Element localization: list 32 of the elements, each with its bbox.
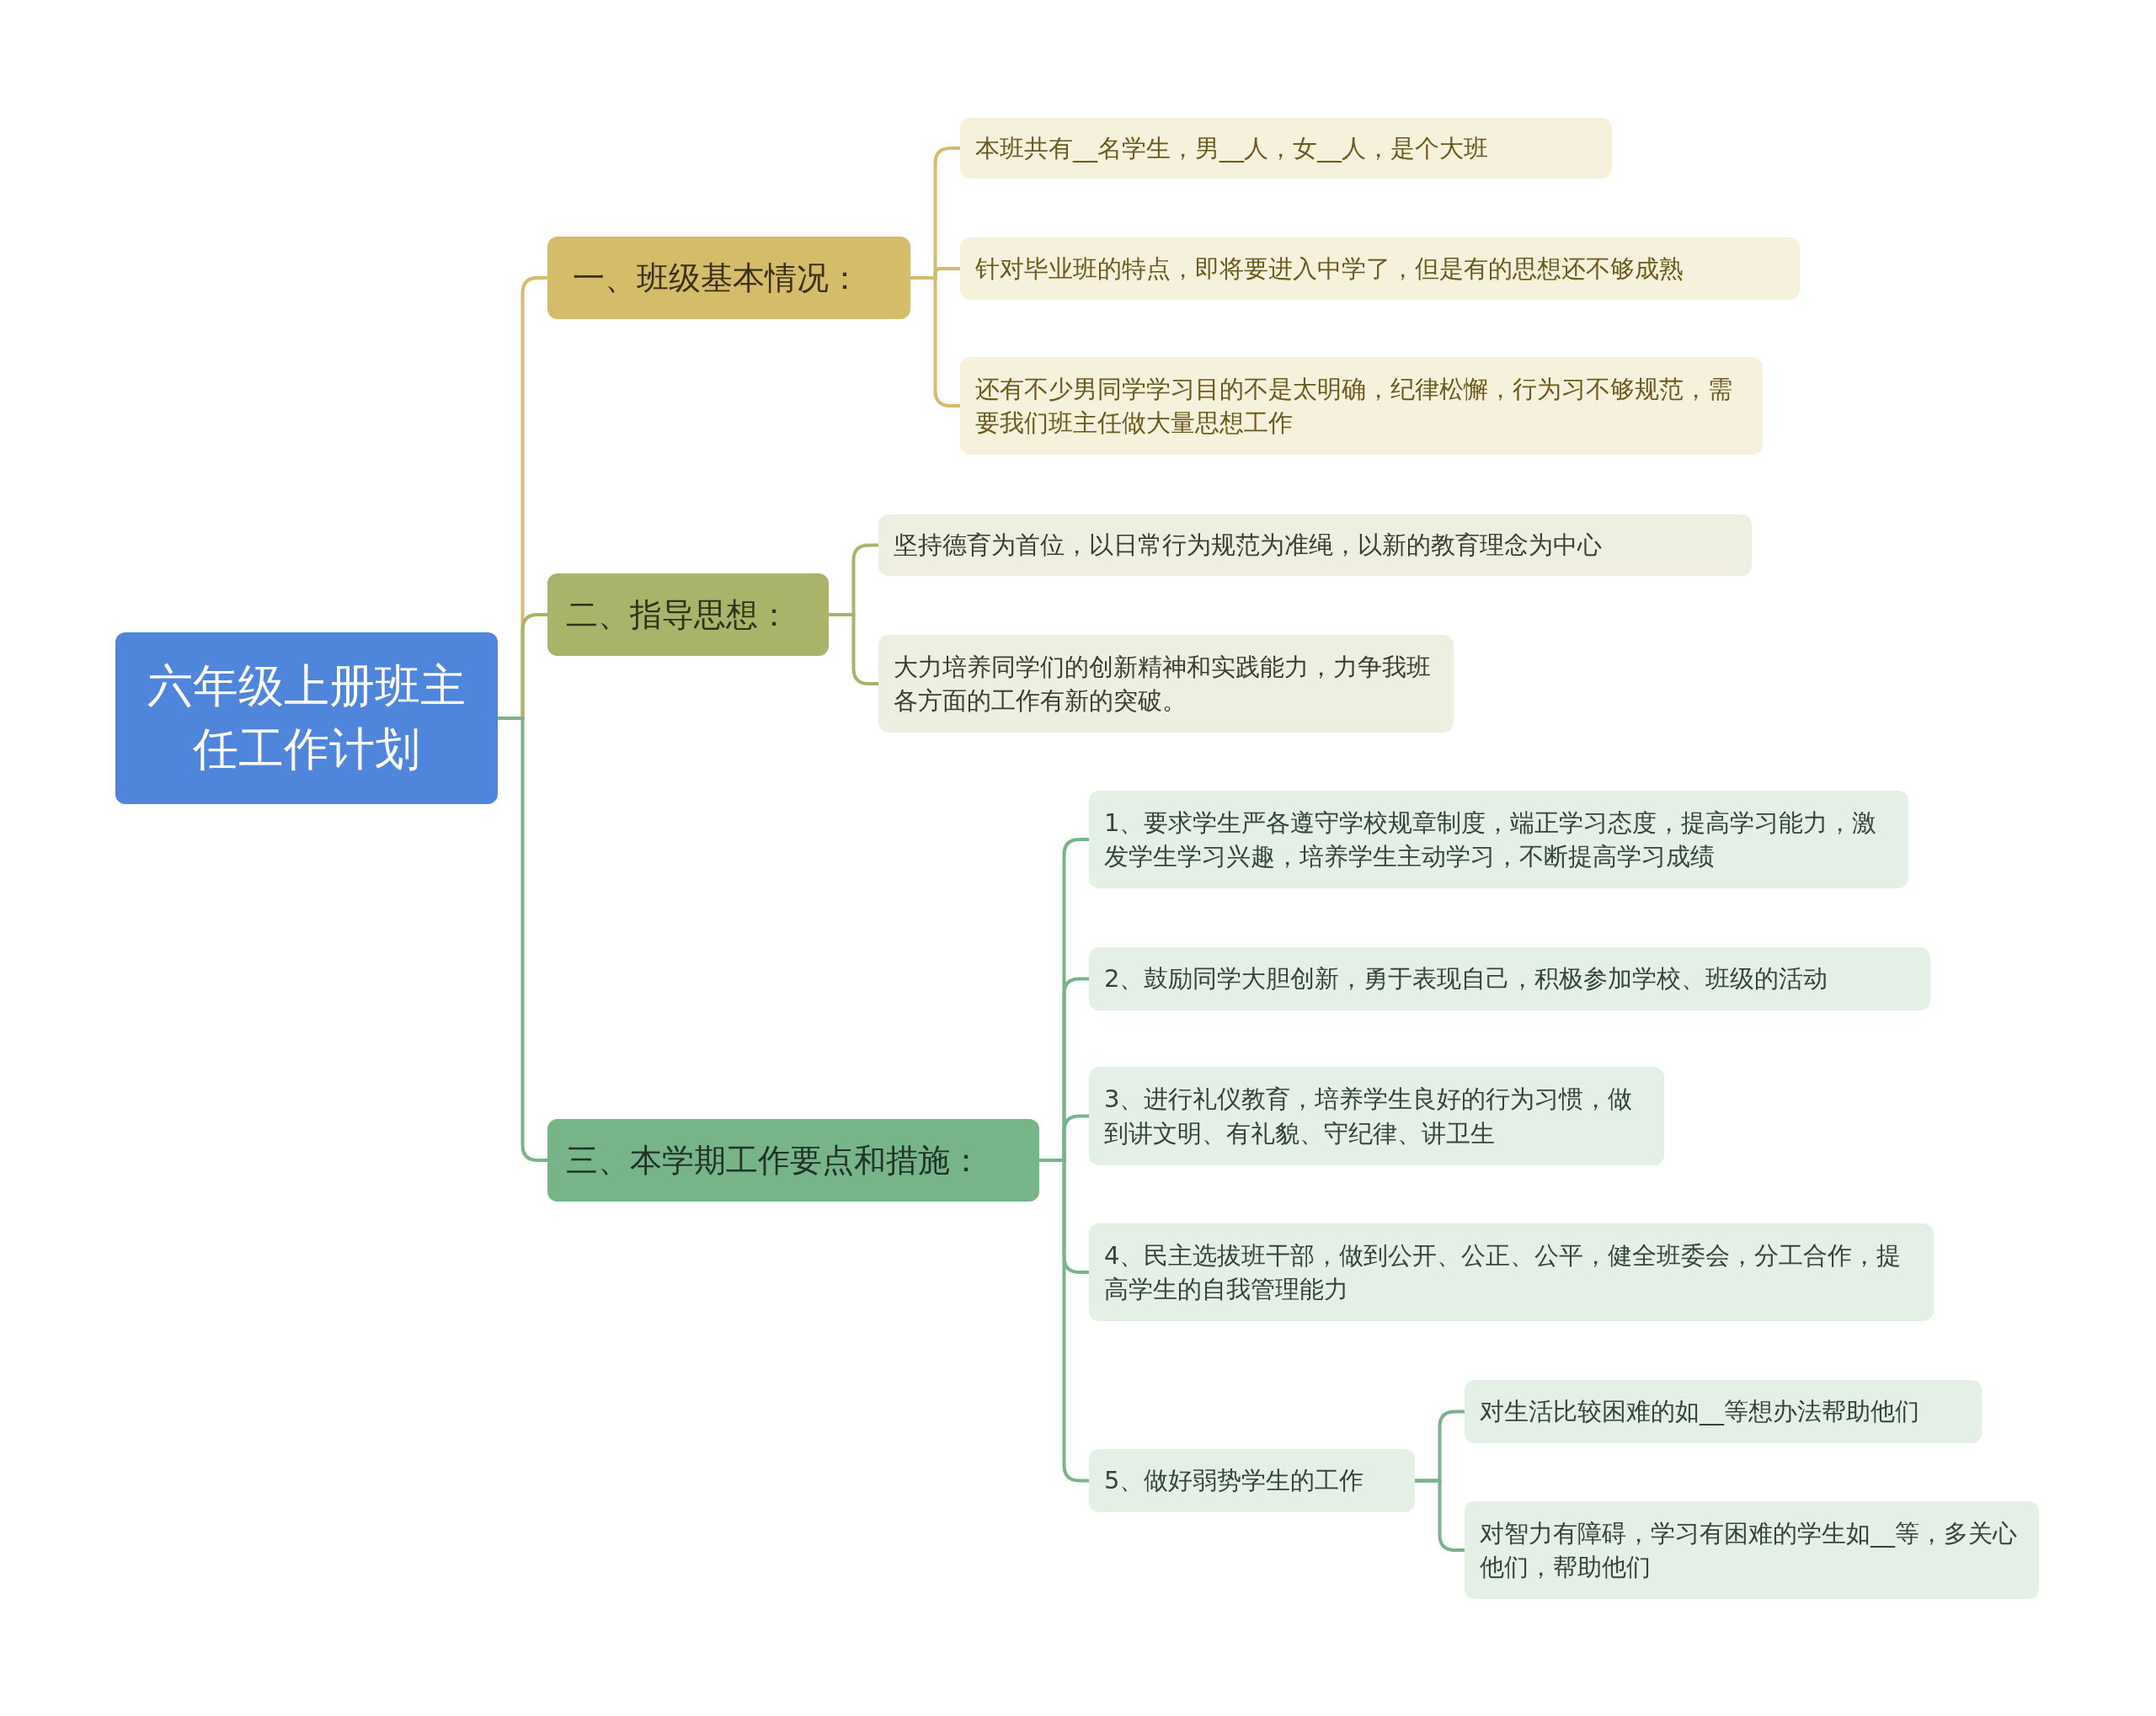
topic-text: 一、班级基本情况：	[573, 258, 861, 298]
subtopic-box	[960, 357, 1763, 455]
subtopic-box	[1465, 1501, 2039, 1599]
topic-text: 对智力有障碍，学习有困难的学生如__等，多关心他们，帮助他们	[1480, 1518, 2018, 1583]
subtopic-box	[1089, 1067, 1664, 1165]
subtopic-box	[1089, 791, 1908, 888]
subtopic-box	[1089, 947, 1930, 1010]
topic-text: 针对毕业班的特点，即将要进入中学了，但是有的思想还不够成熟	[975, 253, 1684, 285]
topic-text: 坚持德育为首位，以日常行为规范为准绳，以新的教育理念为中心	[894, 530, 1602, 562]
branch-topic-box	[547, 1119, 1039, 1202]
topic-text: 3、进行礼仪教育，培养学生良好的行为习惯，做到讲文明、有礼貌、守纪律、讲卫生	[1104, 1084, 1634, 1149]
topic-text: 2、鼓励同学大胆创新，勇于表现自己，积极参加学校、班级的活动	[1104, 963, 1828, 995]
subtopic-box	[1089, 1449, 1415, 1512]
topic-text: 大力培养同学们的创新精神和实践能力，力争我班各方面的工作有新的突破。	[894, 652, 1432, 717]
subtopic-box	[1465, 1380, 1982, 1443]
topic-text: 5、做好弱势学生的工作	[1104, 1465, 1364, 1497]
branch-topic-box	[547, 573, 829, 656]
topic-text: 二、指导思想：	[566, 594, 790, 635]
subtopic-box	[878, 514, 1752, 576]
root-topic-text: 六年级上册班主任工作计划	[147, 658, 467, 777]
topic-text: 1、要求学生严各遵守学校规章制度，端正学习态度，提高学习能力，激发学生学习兴趣，培养学生主动学习，不断提高学习成绩	[1104, 807, 1878, 872]
topic-text: 还有不少男同学学习目的不是太明确，纪律松懈，行为习不够规范，需要我们班主任做大量思想工作	[975, 374, 1733, 439]
topic-text: 对生活比较困难的如__等想办法帮助他们	[1480, 1396, 1919, 1428]
topic-text: 4、民主选拔班干部，做到公开、公正、公平，健全班委会，分工合作，提高学生的自我管理能力	[1104, 1240, 1903, 1305]
subtopic-box	[878, 635, 1454, 733]
branch-topic-box	[547, 237, 910, 319]
subtopic-box	[960, 118, 1612, 179]
topic-text: 三、本学期工作要点和措施：	[566, 1140, 982, 1180]
root-topic-box	[115, 632, 498, 804]
subtopic-box	[960, 237, 1800, 300]
topic-text: 本班共有__名学生，男__人，女__人，是个大班	[975, 133, 1488, 164]
subtopic-box	[1089, 1223, 1934, 1321]
